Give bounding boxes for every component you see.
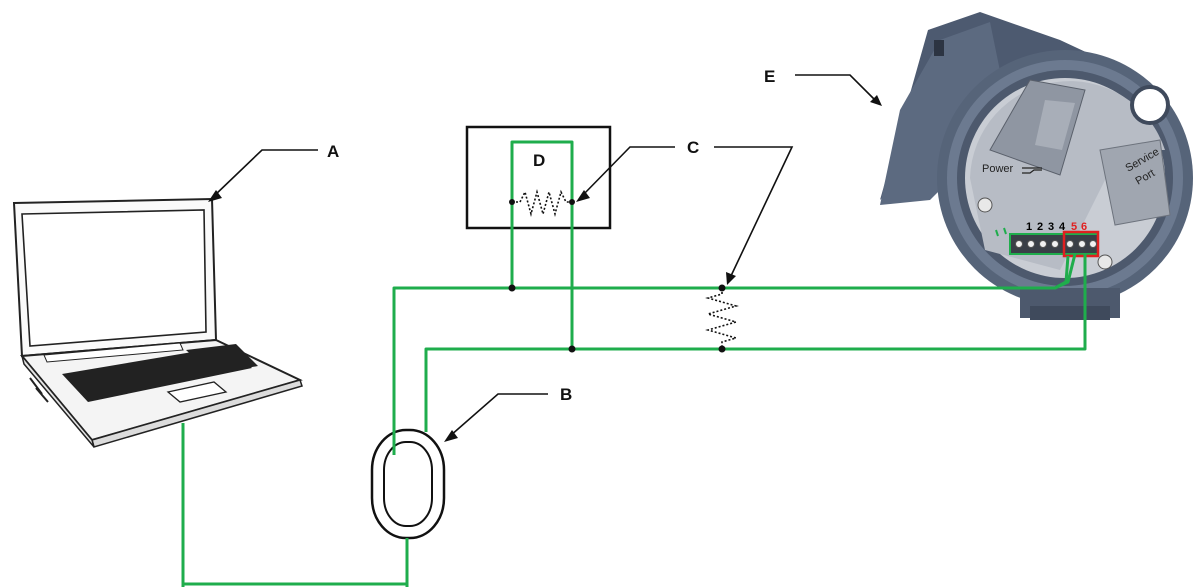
load-resistor-icon xyxy=(705,288,739,349)
hart-modem-icon xyxy=(370,428,446,540)
leader-c-right xyxy=(714,146,794,279)
loop-wire-negative xyxy=(424,254,1087,432)
terminal-link xyxy=(1054,255,1070,290)
terminal-number-5: 5 xyxy=(1071,221,1077,233)
arrowhead-e xyxy=(870,95,882,106)
leader-b xyxy=(449,393,548,437)
terminal-number-3: 3 xyxy=(1048,221,1054,233)
terminal-number-6: 6 xyxy=(1081,221,1087,233)
terminal-highlight xyxy=(1062,230,1100,258)
terminal-number-4: 4 xyxy=(1059,221,1066,233)
leader-c-left xyxy=(581,146,675,197)
arrowheads xyxy=(208,95,882,442)
arrowhead-b xyxy=(444,430,458,442)
callout-e: E xyxy=(764,67,775,86)
ground-mark-icon xyxy=(995,227,1007,237)
transmitter-housing: Power Service Port 1 2 3 4 5 6 xyxy=(880,12,1193,320)
callout-b: B xyxy=(560,385,572,404)
leader-e xyxy=(795,74,876,101)
callout-a: A xyxy=(327,142,339,161)
callout-d: D xyxy=(533,151,545,170)
laptop-icon xyxy=(12,197,303,448)
power-label: Power xyxy=(982,163,1014,175)
callout-leaders xyxy=(213,74,876,437)
callout-c: C xyxy=(687,138,699,157)
power-symbol-icon xyxy=(1022,167,1042,174)
leader-a xyxy=(213,149,318,197)
terminal-number-2: 2 xyxy=(1037,221,1043,233)
terminal-screws xyxy=(1015,240,1097,248)
arrowhead-a xyxy=(208,190,222,202)
loop-wire-positive xyxy=(392,253,1077,455)
terminal-number-1: 1 xyxy=(1026,221,1032,233)
arrowhead-c-left xyxy=(576,190,590,202)
power-supply-box xyxy=(465,125,612,230)
supply-wire-left xyxy=(510,140,574,349)
arrowhead-c-right xyxy=(726,272,736,285)
